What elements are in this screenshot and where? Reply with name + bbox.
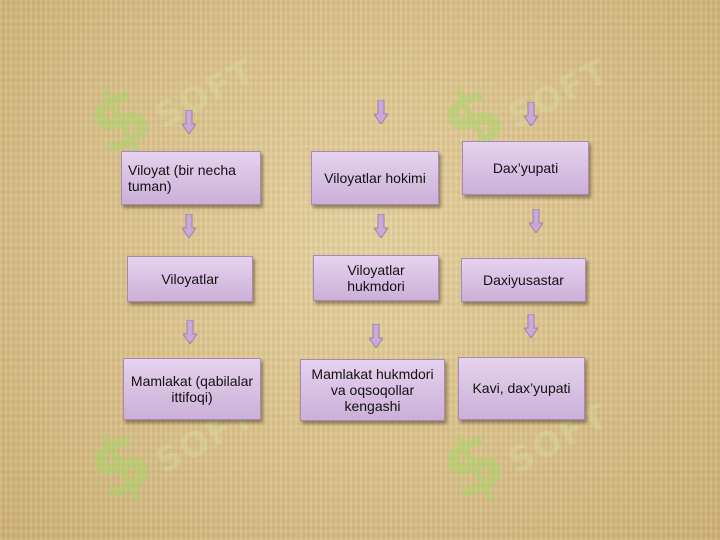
watermark-logo: $SOFT: [425, 396, 616, 521]
down-arrow-icon: [524, 314, 538, 338]
flow-box: Viloyatlar: [127, 256, 253, 302]
flow-box: Mamlakat (qabilalar ittifoqi): [123, 358, 261, 420]
flow-box: Viloyatlar hokimi: [311, 151, 439, 205]
down-arrow-icon: [182, 214, 196, 238]
flow-box: Kavi, dax’yupati: [458, 357, 585, 420]
down-arrow-icon: [182, 110, 196, 134]
down-arrow-icon: [374, 214, 388, 238]
flow-box: Viloyatlar hukmdori: [313, 255, 439, 301]
down-arrow-icon: [524, 102, 538, 126]
flow-box: Daxiyusastar: [461, 258, 586, 302]
flow-box: Viloyat (bir necha tuman): [121, 151, 261, 205]
down-arrow-icon: [529, 209, 543, 233]
flow-box: Dax’yupati: [462, 141, 589, 195]
watermark-logo: $SOFT: [72, 396, 263, 521]
down-arrow-icon: [374, 100, 388, 124]
down-arrow-icon: [183, 320, 197, 344]
flow-box: Mamlakat hukmdori va oqsoqollar kengashi: [300, 359, 445, 421]
down-arrow-icon: [369, 324, 383, 348]
